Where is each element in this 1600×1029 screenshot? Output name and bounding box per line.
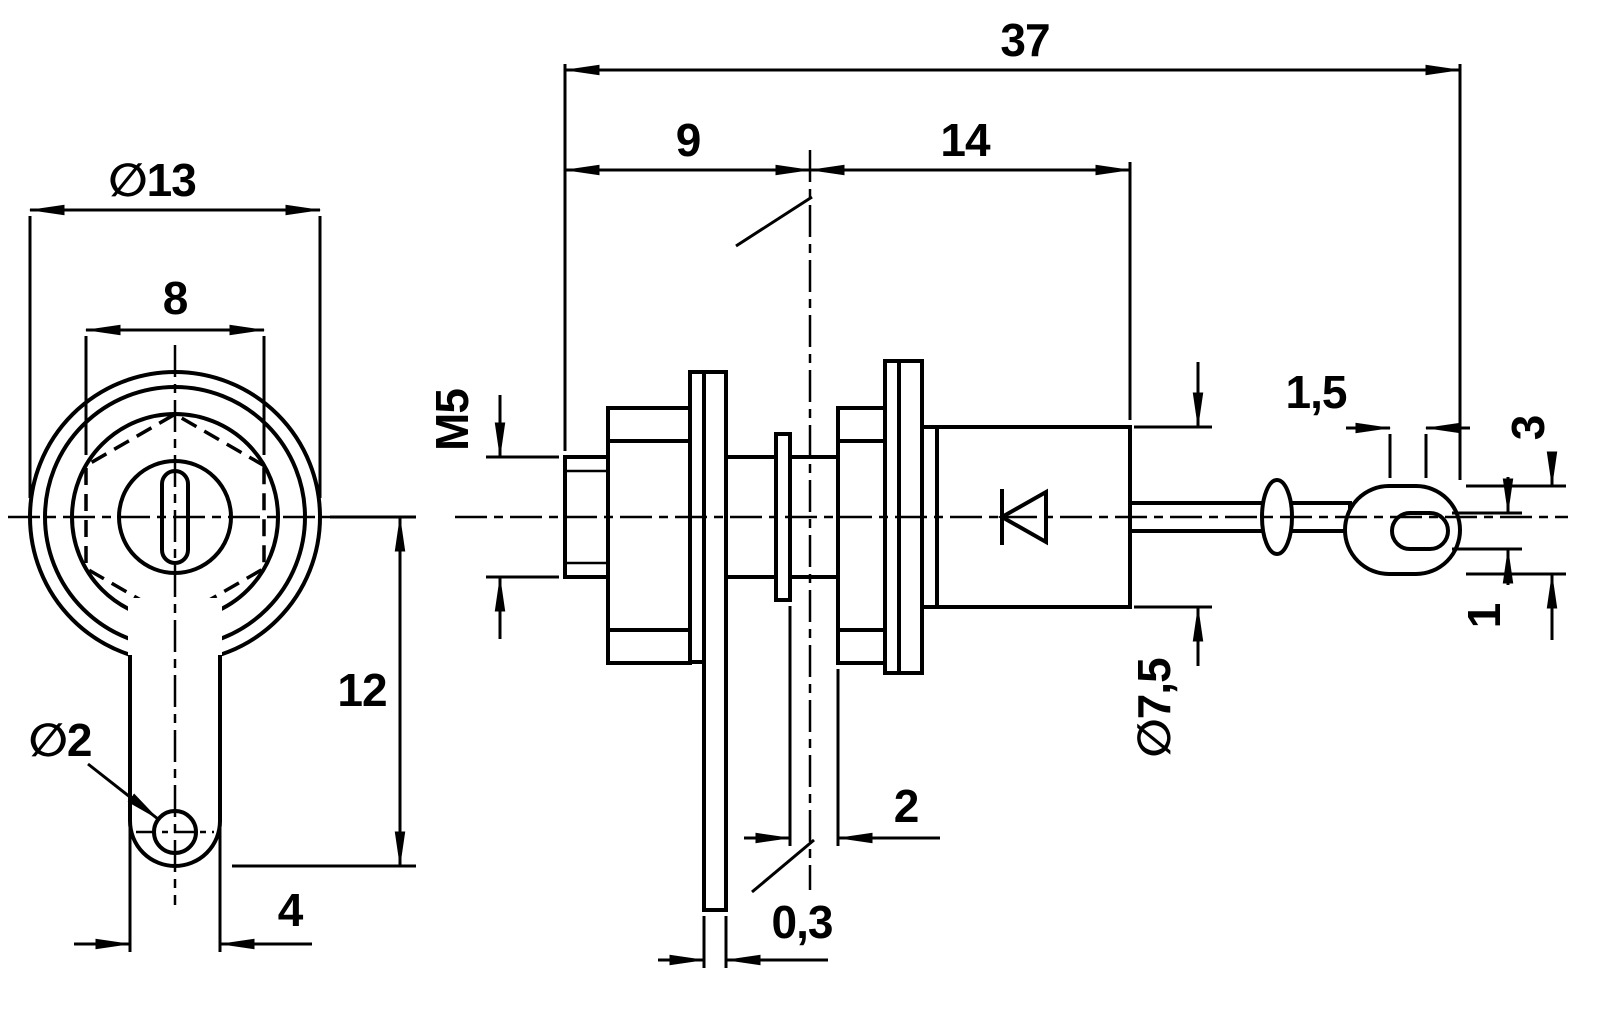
dim-hole-diameter: ∅2: [29, 714, 160, 821]
dim-overall-length-label: 37: [1000, 14, 1049, 66]
dim-body-length: 14: [808, 114, 1132, 420]
body-hex: [836, 406, 887, 665]
dim-hex-across-flats: 8: [84, 272, 266, 455]
dim-tip-hole-height: 1: [1452, 477, 1522, 628]
dim-mount-length-label: 9: [676, 114, 701, 166]
side-view: 37 9 14 M5 ∅7,5: [426, 14, 1568, 968]
dim-lug-length: 12: [232, 515, 416, 868]
dim-lug-thickness: 0,3: [658, 896, 833, 968]
dim-flange-diameter: ∅13: [28, 154, 322, 498]
dim-panel-clearance: 2: [744, 606, 940, 846]
dim-lug-width-label: 4: [278, 884, 304, 936]
dim-hole-diameter-label: ∅2: [29, 714, 92, 766]
solder-lug-side: [702, 370, 728, 912]
dim-body-length-label: 14: [940, 114, 991, 166]
dim-panel-clearance-label: 2: [894, 780, 919, 832]
dim-tip-hole-height-label: 1: [1458, 603, 1510, 628]
dim-lug-width: 4: [74, 828, 312, 952]
panel-surface-mark-bottom: [751, 838, 815, 894]
dim-lug-length-label: 12: [337, 664, 386, 716]
panel-surface-mark-top: [735, 195, 813, 248]
dim-tip-hole-offset-label: 1,5: [1286, 366, 1347, 418]
front-view: ∅13 8 12 4 ∅2: [8, 154, 416, 952]
dim-overall-length: 37: [563, 14, 1462, 480]
hex-nut: [606, 406, 692, 665]
dim-body-diameter: ∅7,5: [1128, 362, 1212, 758]
dim-thread: M5: [426, 389, 559, 639]
dim-thread-label: M5: [426, 389, 478, 451]
dim-tip-height: 3: [1466, 416, 1566, 640]
eyelet-hole: [1390, 511, 1450, 551]
dim-tip-hole-offset: 1,5: [1286, 366, 1470, 478]
dim-tip-height-label: 3: [1502, 416, 1554, 441]
dim-body-diameter-label: ∅7,5: [1128, 658, 1180, 758]
dim-flange-diameter-label: ∅13: [108, 154, 196, 206]
dim-mount-length: 9: [563, 114, 812, 176]
dim-lug-thickness-label: 0,3: [772, 896, 833, 948]
dim-hex-label: 8: [163, 272, 188, 324]
